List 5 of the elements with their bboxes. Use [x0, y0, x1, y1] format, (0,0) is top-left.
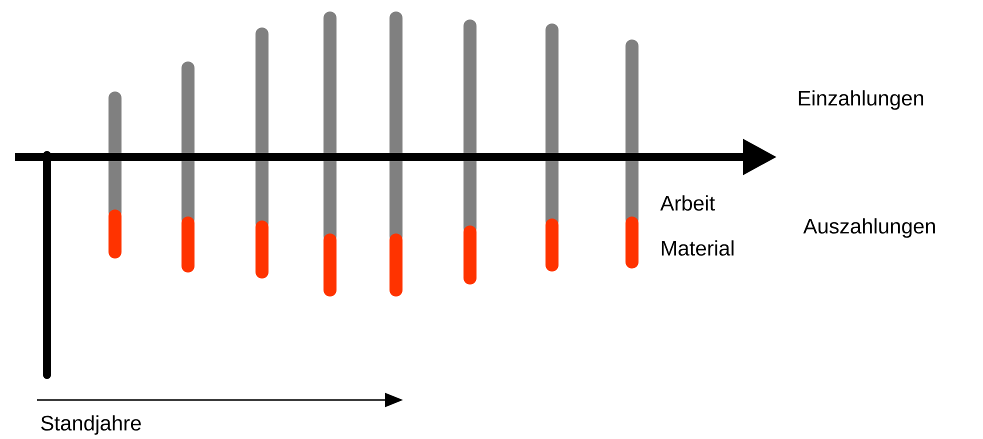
- label: Arbeit: [660, 195, 715, 211]
- label: Einzahlungen: [798, 90, 924, 110]
- label: Standjahre: [41, 415, 141, 435]
- label: Material: [662, 240, 734, 256]
- label: Auszahlungen: [803, 218, 935, 238]
